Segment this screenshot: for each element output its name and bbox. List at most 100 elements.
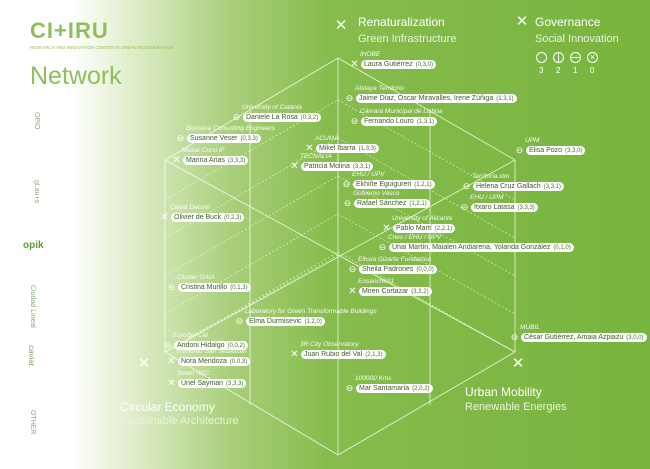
node-organization-label: Fomento San Sebastián — [177, 348, 247, 355]
node-half-circle-icon: ⊖ — [235, 316, 244, 326]
renaturalization-subtitle: Green Infrastructure — [358, 33, 457, 45]
node-score: (3,3,0) — [565, 148, 583, 154]
node-person-pill[interactable]: Itxaro Latasa(3,3,3) — [471, 203, 538, 212]
node-score: (1,3,1) — [416, 119, 435, 125]
renaturalization-icon: ✕ — [334, 17, 348, 34]
renaturalization-title: Renaturalization — [358, 15, 445, 29]
node-person-pill[interactable]: Jaime Díaz, Óscar Miravalles, Irene Zúñi… — [356, 94, 517, 103]
node-organization-label: Mazar Curxi IF — [182, 147, 225, 154]
node-cross-icon: ✕ — [167, 356, 176, 367]
node-person-name: Jaime Díaz, Óscar Miravalles, Irene Zúñi… — [359, 95, 494, 102]
node-organization-label: Smart REC — [177, 370, 210, 377]
node-score: (0,0,3) — [229, 359, 248, 365]
node-person-pill[interactable]: Cristina Murillo(0,1,3) — [178, 283, 251, 292]
grid-line — [337, 213, 516, 315]
node-person-pill[interactable]: Ekhiñe Eguiguren(1,2,1) — [353, 180, 435, 189]
grid-line — [337, 57, 516, 161]
node-cross-icon: ✕ — [167, 378, 176, 389]
sponsor-logo-caviar: caviar — [27, 345, 36, 367]
node-person-pill[interactable]: Susanne Veser(0,3,3) — [187, 134, 261, 143]
node-score: (1,3,1) — [496, 96, 514, 102]
node-person-name: Nora Mendoza — [181, 358, 227, 365]
node-person-name: Elma Durmisevic — [249, 318, 302, 325]
logo-title: CI+IRU — [30, 18, 109, 43]
node-organization-label: Cnes / EHU / UPV — [388, 234, 442, 241]
node-person-pill[interactable]: Únel Sayman(3,3,3) — [178, 379, 247, 388]
node-person-pill[interactable]: Marina Arias(3,3,3) — [183, 156, 249, 165]
node-score: (3,3,1) — [352, 164, 371, 170]
sponsor-logo-opik: opik — [23, 240, 44, 251]
node-person-pill[interactable]: Mikel Ibarra(1,3,3) — [316, 144, 379, 153]
node-person-name: Laura Gutiérrez — [364, 61, 413, 68]
node-person-name: Miren Cortazar — [362, 288, 409, 295]
grid-line — [164, 351, 339, 456]
node-person-pill[interactable]: Pablo Martí(2,2,1) — [393, 224, 456, 233]
node-person-pill[interactable]: Olivier de Buck(0,2,3) — [171, 213, 245, 222]
node-person-pill[interactable]: Nora Mendoza(0,0,3) — [178, 357, 251, 366]
node-half-circle-icon: ⊖ — [515, 145, 524, 155]
node-organization-label: Biomasa Consulting Engineers — [186, 125, 275, 132]
node-person-pill[interactable]: Helena Cruz Gallach(3,3,1) — [473, 182, 564, 191]
governance-title: Governance — [535, 15, 601, 29]
node-person-name: Cristina Murillo — [181, 284, 228, 291]
node-person-pill[interactable]: Laura Gutiérrez(0,3,0) — [361, 60, 436, 69]
node-half-circle-icon: ⊖ — [176, 133, 185, 143]
node-cross-icon: ✕ — [160, 212, 169, 223]
node-person-pill[interactable]: César Gutiérrez, Amaia Azpiazu(3,0,0) — [521, 333, 647, 342]
governance-subtitle: Social Innovation — [535, 33, 619, 45]
node-organization-label: MUBIL — [520, 324, 540, 331]
node-organization-label: UPM — [525, 137, 540, 144]
node-half-circle-icon: ⊖ — [342, 179, 351, 189]
node-person-name: Helena Cruz Gallach — [476, 183, 541, 190]
node-organization-label: Ensanche21 — [358, 278, 395, 285]
node-person-pill[interactable]: Mar Santamaría(2,0,2) — [356, 384, 433, 393]
grid-line — [164, 213, 339, 315]
node-person-name: Elisa Pozo — [529, 147, 563, 154]
node-score: (3,3,3) — [227, 158, 246, 164]
node-person-pill[interactable]: Sheila Padrones(0,0,0) — [359, 265, 437, 274]
node-person-pill[interactable]: Daniele La Rosa(0,3,2) — [243, 113, 322, 122]
node-score: (3,3,2) — [411, 289, 429, 295]
node-person-name: Juan Rubio del Val — [304, 351, 363, 358]
node-score: (0,3,3) — [240, 136, 258, 142]
circular-economy-title: Circular Economy — [120, 400, 215, 414]
node-person-pill[interactable]: Elma Durmisevic(1,2,0) — [246, 317, 325, 326]
node-person-pill[interactable]: Juan Rubio del Val(2,1,3) — [301, 350, 386, 359]
circular-economy-icon: ✕ — [137, 355, 151, 372]
node-person-name: Rafael Sánchez — [357, 200, 407, 207]
node-person-pill[interactable]: Andoni Hidalgo(0,0,2) — [174, 341, 248, 350]
node-score: (2,1,3) — [365, 352, 383, 358]
node-person-name: Itxaro Latasa — [474, 204, 515, 211]
node-score: (0,1,3) — [230, 285, 248, 291]
sponsor-logo-opio: OPIO — [33, 112, 40, 130]
node-half-circle-icon: ⊖ — [350, 116, 359, 126]
node-organization-label: EHU / UPV — [352, 171, 385, 178]
node-score: (2,2,1) — [434, 226, 453, 232]
grid-line — [164, 99, 339, 201]
logo-subtitle: RESEARCH AND INNOVATION CENTER IN URBAN … — [30, 45, 174, 50]
node-person-pill[interactable]: Elisa Pozo(3,3,0) — [526, 146, 586, 155]
sponsor-logo-other: OTHER — [29, 410, 36, 435]
node-person-pill[interactable]: Rafael Sánchez(1,2,1) — [354, 199, 430, 208]
node-person-name: Patricia Molina — [304, 163, 350, 170]
node-half-circle-icon: ⊖ — [343, 198, 352, 208]
grid-line — [164, 254, 339, 353]
node-half-circle-icon: ⊖ — [232, 112, 241, 122]
node-half-circle-icon: ⊖ — [378, 242, 387, 252]
node-half-circle-icon: ⊖ — [345, 93, 354, 103]
node-person-pill[interactable]: Unai Martín, Maialen Andiarena, Yolanda … — [389, 243, 574, 252]
node-person-name: Sheila Padrones — [362, 266, 414, 273]
network-title: Network — [30, 62, 122, 90]
node-score: (3,3,1) — [543, 184, 561, 190]
node-half-circle-icon: ⊖ — [163, 340, 172, 350]
node-score: (1,2,1) — [409, 201, 427, 207]
node-person-pill[interactable]: Miren Cortazar(3,3,2) — [359, 287, 432, 296]
node-score: (0,3,2) — [300, 115, 319, 121]
node-person-name: Mikel Ibarra — [319, 145, 356, 152]
node-score: (0,2,3) — [224, 215, 242, 221]
node-person-pill[interactable]: Patricia Molina(3,3,1) — [301, 162, 374, 171]
node-score: (1,3,3) — [358, 146, 376, 152]
node-person-pill[interactable]: Fernando Louro(1,3,1) — [361, 117, 438, 126]
node-score: (0,0,0) — [416, 267, 434, 273]
